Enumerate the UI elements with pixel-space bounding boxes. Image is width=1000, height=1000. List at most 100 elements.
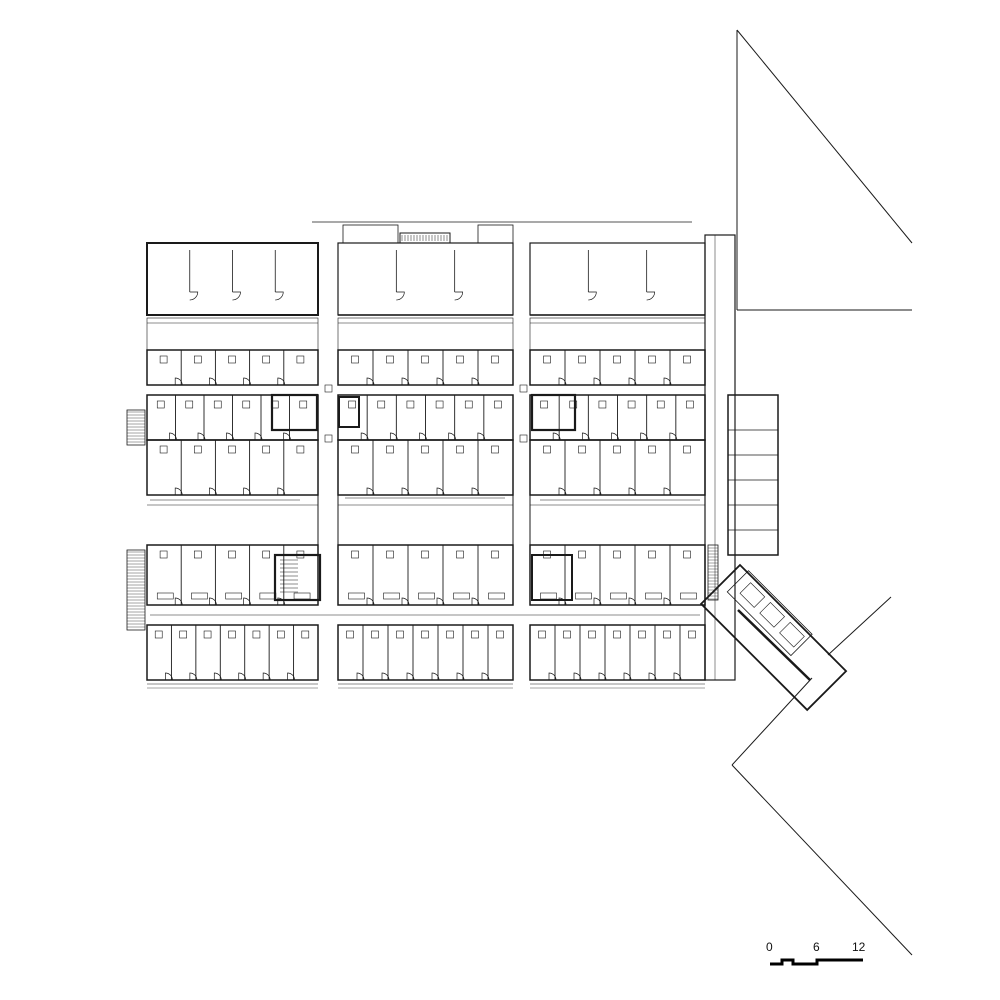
lift-core <box>338 396 360 428</box>
exterior-stair <box>126 409 146 446</box>
door-swing <box>277 377 286 386</box>
stair-core <box>273 553 322 602</box>
site-boundary-line <box>731 677 813 766</box>
door-swing <box>243 487 251 496</box>
fixture-sink <box>588 630 596 639</box>
stair-core <box>531 554 573 601</box>
desk-counter <box>225 592 242 600</box>
fixture-sink <box>638 630 646 639</box>
desk-counter <box>383 592 400 600</box>
fixture-sink <box>471 630 479 639</box>
fixture-sink <box>371 630 379 639</box>
column <box>519 384 528 393</box>
desk-counter <box>156 592 174 600</box>
exterior-stair <box>707 544 719 601</box>
fixture-sink <box>494 400 502 409</box>
fixture-sink <box>543 355 551 364</box>
door-swing <box>436 377 445 386</box>
fixture-block <box>759 602 785 628</box>
door-swing <box>663 487 672 496</box>
fixture-sink <box>563 630 571 639</box>
fixture-sink <box>386 550 394 559</box>
desk-counter <box>645 592 662 600</box>
east-corridor-wing <box>704 234 736 681</box>
fixture-sink <box>686 400 694 409</box>
fixture-sink <box>262 445 271 454</box>
scale-label-6: 6 <box>813 940 820 954</box>
fixture-sink <box>683 355 691 364</box>
fixture-sink <box>194 550 202 559</box>
fixture-sink <box>228 550 236 559</box>
entrance-canopy <box>477 224 514 244</box>
fixture-sink <box>213 400 222 409</box>
door-swing <box>481 672 490 681</box>
room-row <box>529 349 706 386</box>
exterior-stair <box>126 549 146 631</box>
door-swing <box>287 672 295 681</box>
door-swing <box>277 487 286 496</box>
scale-label-0: 0 <box>766 940 773 954</box>
top-block-wing <box>337 242 514 316</box>
fixture-sink <box>194 445 202 454</box>
fixture-sink <box>648 355 656 364</box>
door-swing <box>356 672 365 681</box>
fixture-sink <box>663 630 671 639</box>
fixture-sink <box>648 550 656 559</box>
fixture-sink <box>598 400 607 409</box>
door-swing <box>593 377 602 386</box>
column <box>324 434 333 443</box>
door-swing <box>366 377 375 386</box>
door-swing <box>189 291 199 301</box>
fixture-sink <box>228 355 236 364</box>
door-swing <box>174 487 183 496</box>
door-swing <box>165 672 173 681</box>
fixture-sink <box>491 550 499 559</box>
fixture-sink <box>683 550 691 559</box>
fixture-sink <box>228 445 236 454</box>
fixture-sink <box>464 400 473 409</box>
fixture-sink <box>346 630 354 639</box>
desk-counter <box>680 592 697 600</box>
door-swing <box>243 377 251 386</box>
door-swing <box>381 672 390 681</box>
fixture-sink <box>301 630 310 639</box>
fixture-sink <box>540 400 548 409</box>
fixture-sink <box>242 400 251 409</box>
fixture-sink <box>386 355 394 364</box>
fixture-sink <box>159 550 168 559</box>
stair-vent <box>399 232 451 244</box>
fixture-sink <box>491 355 499 364</box>
fixture-sink <box>386 445 394 454</box>
desk-counter <box>418 592 435 600</box>
fixture-sink <box>578 445 586 454</box>
room-row <box>337 544 514 606</box>
angled-facade-wall <box>737 609 811 681</box>
scale-label-12: 12 <box>852 940 866 954</box>
fixture-sink <box>496 630 504 639</box>
door-swing <box>431 672 440 681</box>
toilet-core <box>530 393 577 432</box>
door-swing <box>436 597 445 606</box>
room-row <box>337 624 514 681</box>
desk-counter <box>540 592 557 600</box>
fixture-sink <box>456 445 464 454</box>
door-swing <box>663 597 672 606</box>
door-swing <box>573 672 582 681</box>
door-swing <box>232 291 241 301</box>
door-swing <box>406 672 415 681</box>
fixture-sink <box>351 550 359 559</box>
fixture-sink <box>456 355 464 364</box>
fixture-sink <box>299 400 308 409</box>
door-swing <box>593 487 602 496</box>
fixture-sink <box>538 630 546 639</box>
fixture-sink <box>683 445 691 454</box>
desk-counter <box>453 592 470 600</box>
door-swing <box>628 597 637 606</box>
angled-wing-room <box>726 570 813 657</box>
fixture-sink <box>262 355 271 364</box>
fixture-sink <box>456 550 464 559</box>
door-swing <box>243 597 251 606</box>
door-swing <box>628 377 637 386</box>
fixture-sink <box>648 445 656 454</box>
fixture-sink <box>185 400 194 409</box>
